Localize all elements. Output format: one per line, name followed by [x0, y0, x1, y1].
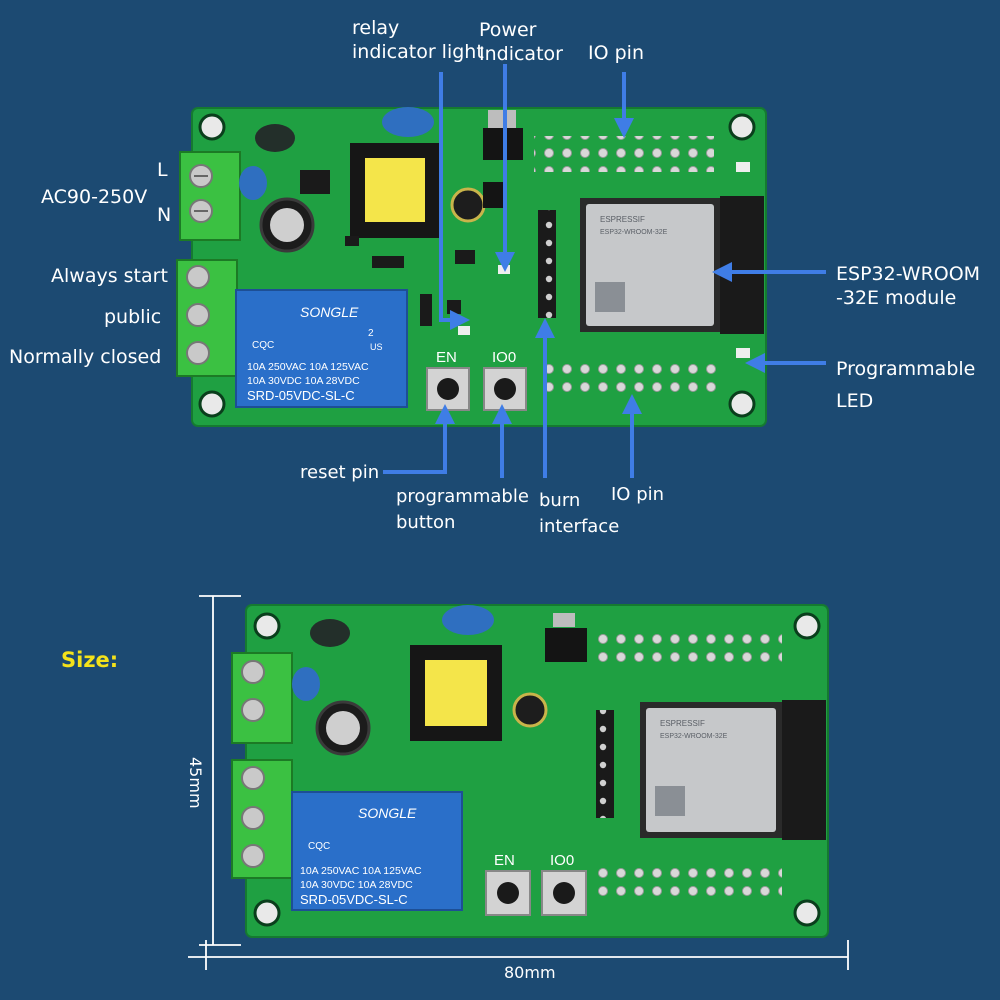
mounting-hole	[253, 899, 281, 927]
ntc-thermistor	[255, 124, 295, 152]
mounting-hole	[198, 113, 226, 141]
height-dimension-label: 45mm	[186, 757, 205, 809]
io-header-top	[534, 136, 714, 172]
io0-label: IO0	[492, 349, 516, 366]
en-label: EN	[436, 349, 457, 366]
relay-rating-line-1: 10A 250VAC 10A 125VAC	[247, 361, 369, 373]
module-brand-text: ESPRESSIF	[660, 719, 705, 728]
esp32-module-label: ESP32-WROOM -32E module	[836, 263, 981, 309]
relay-ul-number: 2	[368, 328, 374, 339]
relay-rating-line-2: 10A 30VDC 10A 28VDC	[247, 375, 360, 387]
mounting-hole	[728, 390, 756, 418]
arrow-reset-pin	[383, 404, 455, 474]
callout-arrows	[383, 64, 826, 478]
burn-interface-header	[538, 210, 556, 318]
module-model-text: ESP32-WROOM-32E	[600, 229, 668, 236]
normally-closed-label: Normally closed	[9, 346, 162, 368]
blue-capacitor	[239, 166, 267, 200]
n-terminal-label: N	[157, 204, 172, 226]
io-pin-bottom-label: IO pin	[611, 484, 665, 505]
esp32-antenna-area	[720, 196, 764, 334]
mounting-hole	[793, 899, 821, 927]
io-header-bottom	[536, 362, 716, 398]
programmable-button-label: programmable button	[396, 486, 529, 534]
electrolytic-capacitor	[450, 187, 486, 223]
relay	[235, 289, 408, 408]
top-board: SONGLE CQC 2 US 10A 250VAC 10A 125VAC 10…	[176, 107, 767, 427]
blue-capacitor	[382, 107, 434, 137]
mounting-hole	[728, 113, 756, 141]
size-label: Size:	[61, 648, 119, 672]
relay-rating-line-2: 10A 30VDC 10A 28VDC	[300, 879, 413, 891]
relay-brand-text: SONGLE	[358, 805, 417, 821]
io-pin-top-label: IO pin	[588, 42, 644, 64]
relay-brand-text: SONGLE	[300, 304, 359, 320]
module-model-text: ESP32-WROOM-32E	[660, 733, 728, 740]
mounting-hole	[198, 390, 226, 418]
burn-interface-label: burn interface	[539, 490, 620, 538]
en-label: EN	[494, 852, 515, 869]
io0-label: IO0	[550, 852, 574, 869]
l-terminal-label: L	[157, 159, 168, 181]
mounting-hole	[793, 612, 821, 640]
power-led-top	[498, 265, 510, 274]
reset-button	[426, 367, 470, 411]
dimension-lines	[188, 595, 849, 970]
relay-ul-us: US	[370, 342, 383, 352]
relay-cqc-text: CQC	[308, 841, 330, 852]
arrow-relay-indicator	[439, 72, 470, 330]
bottom-board: SONGLE CQC 10A 250VAC 10A 125VAC 10A 30V…	[231, 604, 829, 938]
relay-led-top	[458, 326, 470, 335]
relay-indicator-label: relay indicator light	[352, 17, 484, 63]
ac-voltage-label: AC90-250V	[41, 186, 148, 208]
relay-cqc-text: CQC	[252, 340, 274, 351]
always-start-label: Always start	[51, 265, 168, 287]
power-indicator-label: Power Indicator	[479, 19, 563, 65]
programmable-led-label: Programmable LED	[836, 358, 976, 413]
reset-pin-label: reset pin	[300, 462, 380, 483]
mounting-hole	[253, 612, 281, 640]
relay-model-text: SRD-05VDC-SL-C	[300, 892, 408, 907]
width-dimension-label: 80mm	[504, 963, 556, 982]
relay	[291, 791, 463, 911]
public-label: public	[104, 306, 162, 328]
programmable-led-top	[736, 348, 750, 358]
ac-terminal-block	[179, 151, 241, 241]
module-brand-text: ESPRESSIF	[600, 215, 645, 224]
relay-model-text: SRD-05VDC-SL-C	[247, 388, 355, 403]
programmable-button	[483, 367, 527, 411]
relay-rating-line-1: 10A 250VAC 10A 125VAC	[300, 865, 422, 877]
